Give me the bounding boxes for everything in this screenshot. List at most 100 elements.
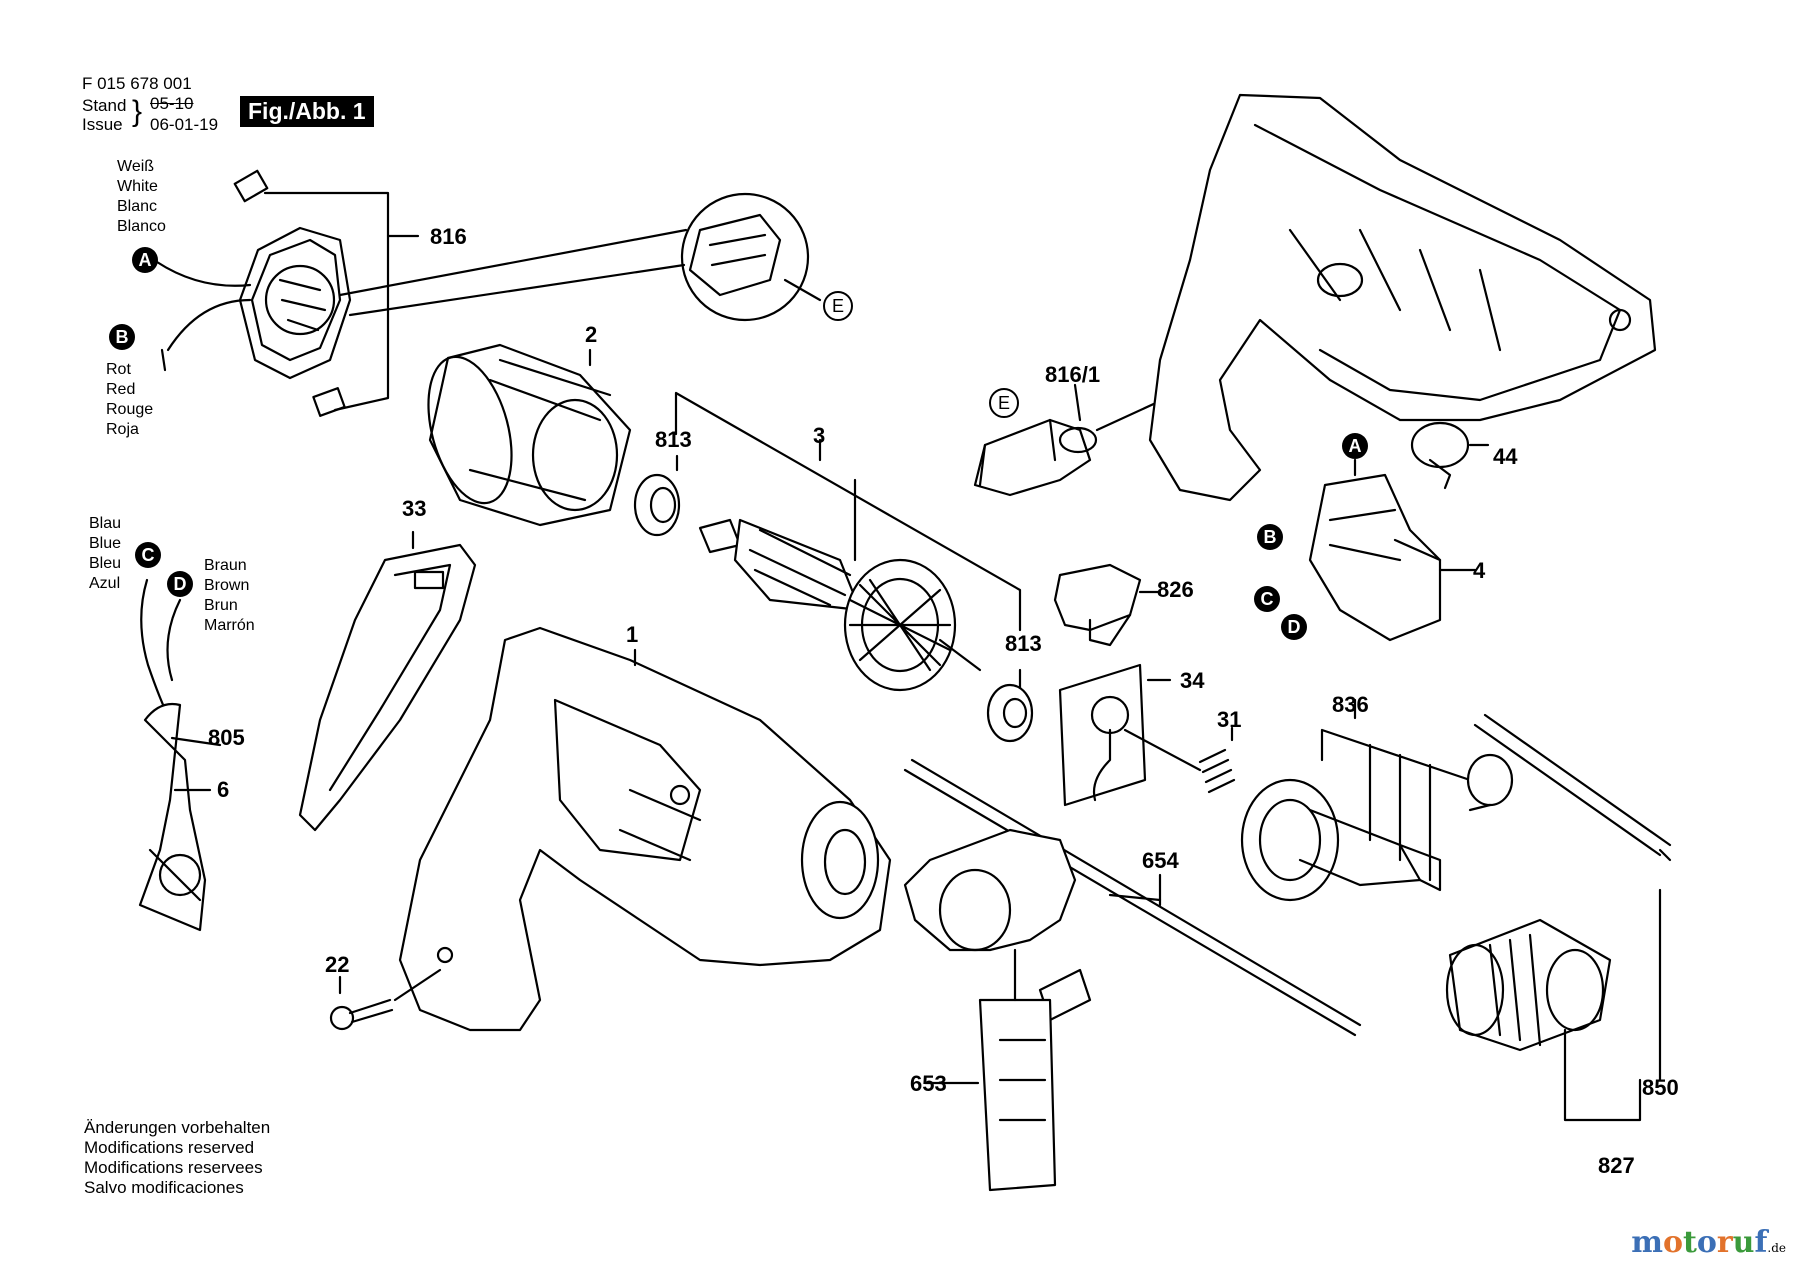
legend-text: Blanc: [117, 198, 158, 215]
legend-text: Blanco: [117, 218, 166, 235]
legend-text: Roja: [106, 421, 139, 438]
modifications-note: Änderungen vorbehalten Modifications res…: [84, 1118, 270, 1198]
marker-a-disc-right: [1342, 433, 1368, 459]
legend-text: Braun: [204, 557, 247, 574]
stator-drawing: [427, 343, 632, 527]
chuck-and-key-drawing: [1445, 713, 1672, 1122]
stand-label: Stand: [82, 96, 127, 115]
issue-value: 06-01-19: [150, 115, 219, 134]
marker-e-top: E: [832, 296, 844, 316]
slider-drawing: [1053, 563, 1162, 647]
legend-text: White: [117, 178, 158, 195]
part-label-827: 827: [1598, 1153, 1635, 1178]
connection-markers: A B C D A B C D E E: [109, 247, 1368, 640]
part-label-654: 654: [1142, 848, 1179, 873]
part-label-805: 805: [208, 725, 245, 750]
gear-spindle-drawing: [1240, 698, 1472, 902]
legend-text: Blue: [89, 535, 122, 552]
part-number-labels: 816 2 813 3 33 816/1 44 4 826 813 34 31 …: [208, 224, 1679, 1178]
marker-e-ring-switch: [989, 388, 1019, 418]
part-label-653: 653: [910, 1071, 947, 1096]
drill-housing-drawing: [398, 626, 892, 1032]
part-label-813-right: 813: [1005, 631, 1042, 656]
part-label-850: 850: [1642, 1075, 1679, 1100]
figure-label: Fig./Abb. 1: [240, 96, 374, 127]
cord-drawing: [138, 578, 222, 932]
switch-lever-drawing: [973, 383, 1197, 497]
legend-text: Azul: [89, 575, 121, 592]
knob-drawing: [1410, 421, 1490, 490]
part-label-4: 4: [1473, 558, 1486, 583]
part-label-31: 31: [1217, 707, 1241, 732]
part-label-816-1: 816/1: [1045, 362, 1100, 387]
issue-label: Issue: [82, 115, 123, 134]
bearing-left-drawing: [633, 454, 681, 537]
watermark-letter: t: [1682, 1225, 1697, 1260]
legend-text: Red: [106, 381, 136, 398]
marker-b-right: B: [1264, 527, 1277, 547]
marker-c-disc-left: [135, 542, 161, 568]
marker-e-switch: E: [998, 393, 1010, 413]
marker-b-disc-right: [1257, 524, 1283, 550]
note-line: Änderungen vorbehalten: [84, 1118, 271, 1137]
bearing-right-drawing: [986, 668, 1034, 743]
document-number: F 015 678 001: [82, 74, 192, 93]
watermark-letter: o: [1662, 1225, 1683, 1260]
watermark-logo: motoruf.de: [1631, 1225, 1786, 1260]
auxiliary-handle-drawing: [903, 828, 1092, 1192]
plate-drawing: [1058, 663, 1172, 807]
part-label-6: 6: [217, 777, 229, 802]
watermark-letter: m: [1631, 1225, 1663, 1260]
part-label-816: 816: [430, 224, 467, 249]
marker-c-right: C: [1261, 589, 1274, 609]
marker-d-left: D: [174, 574, 187, 594]
marker-d-right: D: [1288, 617, 1301, 637]
watermark-letter: u: [1732, 1225, 1755, 1260]
part-label-813-left: 813: [655, 427, 692, 452]
part-label-2: 2: [585, 322, 597, 347]
part-label-3: 3: [813, 423, 825, 448]
part-label-1: 1: [626, 622, 638, 647]
watermark-letter: r: [1716, 1225, 1733, 1260]
note-line: Modifications reservees: [84, 1158, 263, 1177]
brush-holder-drawing: [155, 169, 822, 417]
watermark-brand: motoruf: [1631, 1225, 1767, 1260]
marker-b-left: B: [116, 327, 129, 347]
depth-rod-drawing: [903, 758, 1362, 1037]
legend-text: Marrón: [204, 617, 255, 634]
marker-e-ring-top: [823, 291, 853, 321]
part-label-22: 22: [325, 952, 349, 977]
marker-c-disc-right: [1254, 586, 1280, 612]
marker-c-left: C: [142, 545, 155, 565]
legend-text: Blau: [89, 515, 122, 532]
marker-a-disc-left: [132, 247, 158, 273]
watermark-tld: .de: [1767, 1241, 1786, 1255]
note-line: Salvo modificaciones: [84, 1178, 244, 1197]
stand-value: 05-10: [150, 94, 194, 113]
spring-drawing: [1123, 726, 1236, 794]
legend-text: Rouge: [106, 401, 154, 418]
part-label-34: 34: [1180, 668, 1205, 693]
blue-wire-legend: Blau Blue Bleu Azul: [89, 514, 121, 594]
red-wire-legend: Rot Red Rouge Roja: [106, 360, 153, 440]
screw-drawing: [329, 968, 442, 1031]
legend-text: Brown: [204, 577, 250, 594]
part-label-33: 33: [402, 496, 426, 521]
marker-a-right: A: [1349, 436, 1362, 456]
housing-half-drawing: [1148, 93, 1657, 502]
part-label-826: 826: [1157, 577, 1194, 602]
marker-d-disc-right: [1281, 614, 1307, 640]
legend-text: Brun: [204, 597, 238, 614]
marker-d-disc-left: [167, 571, 193, 597]
legend-text: Weiß: [117, 158, 155, 175]
watermark-letter: o: [1696, 1225, 1717, 1260]
legend-text: Bleu: [89, 555, 122, 572]
marker-b-disc-left: [109, 324, 135, 350]
armature-drawing: [674, 391, 1022, 692]
marker-a-left: A: [139, 250, 152, 270]
brown-wire-legend: Braun Brown Brun Marrón: [204, 556, 255, 636]
note-line: Modifications reserved: [84, 1138, 255, 1157]
part-label-836: 836: [1332, 692, 1369, 717]
handle-cover-drawing: [298, 530, 477, 832]
